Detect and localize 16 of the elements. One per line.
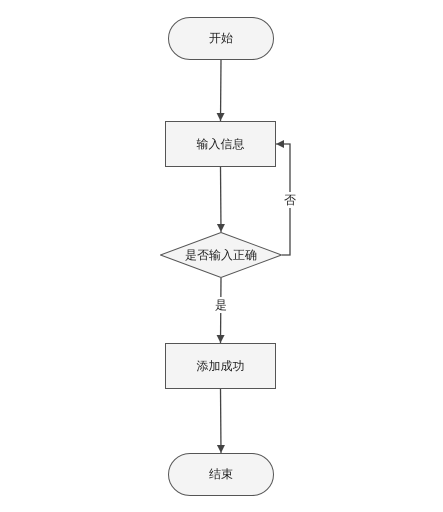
terminal-pill [168, 453, 274, 496]
arrow [216, 389, 225, 453]
decision-diamond [160, 232, 282, 278]
node-label: 开始 [209, 30, 233, 47]
node-label: 输入信息 [196, 136, 244, 152]
process-box [165, 343, 276, 389]
process-box [165, 121, 276, 167]
arrow [216, 60, 225, 121]
node-label: 添加成功 [196, 358, 244, 374]
terminal-pill [168, 17, 274, 60]
arrow [216, 167, 225, 232]
edge-label: 是 [215, 296, 227, 312]
arrow [276, 140, 291, 256]
edge-label: 否 [284, 192, 296, 208]
node-label: 结束 [209, 466, 233, 483]
node-label: 是否输入正确 [185, 246, 257, 264]
